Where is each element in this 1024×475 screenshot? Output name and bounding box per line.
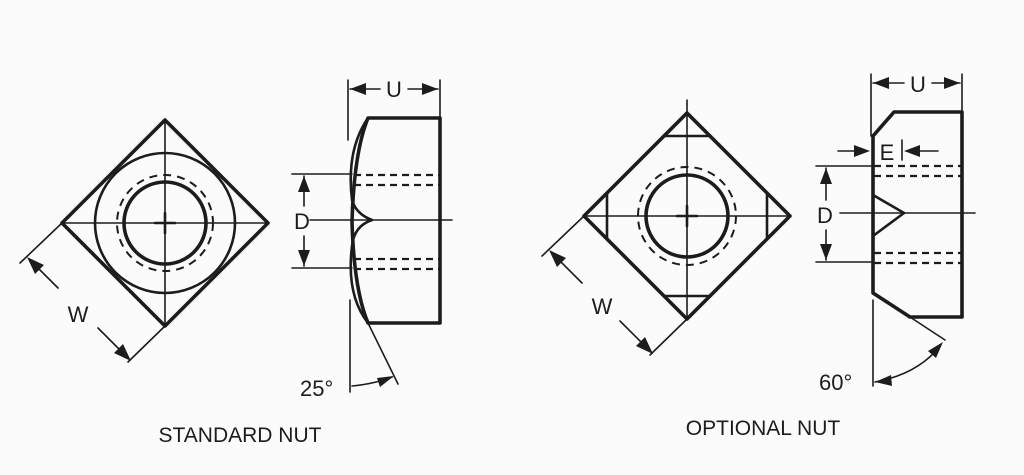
standard-thickness-dimension: U (347, 77, 441, 141)
chamfer-width-label: E (880, 140, 895, 165)
extension-line (127, 325, 166, 363)
angle-leg-line (909, 316, 946, 341)
chamfer-vee-upper (871, 193, 906, 215)
standard-bore-dimension: D (291, 173, 353, 269)
arrow-head (904, 145, 920, 157)
arrow-head (377, 376, 394, 387)
arrow-head (820, 244, 832, 260)
width-label: W (68, 302, 89, 327)
arrow-head (350, 83, 366, 95)
thickness-label: U (386, 77, 402, 102)
arrow-head (820, 168, 832, 184)
optional-width-dimension: W (541, 215, 688, 356)
extension-line (541, 215, 585, 257)
optional-thickness-dimension: U (870, 72, 963, 137)
thickness-label: U (910, 72, 926, 97)
standard-chamfer-angle: 25° (300, 299, 399, 401)
extension-line (19, 222, 63, 264)
chamfer-angle-label: 60° (819, 370, 852, 395)
standard-nut-side-view (309, 116, 453, 325)
arrow-head (928, 342, 943, 358)
optional-nut-caption: OPTIONAL NUT (686, 417, 841, 440)
arrow-head (114, 344, 131, 361)
optional-nut-side-view (839, 110, 976, 319)
arrow-head (873, 77, 889, 89)
standard-nut-front-view (60, 118, 270, 328)
bore-label: D (294, 209, 310, 234)
standard-width-dimension: W (19, 222, 166, 363)
optional-bore-dimension: D (815, 165, 873, 263)
bore-label: D (817, 203, 833, 228)
arrow-head (636, 337, 653, 354)
chamfer-vee-lower (871, 211, 906, 238)
arrow-head (298, 176, 310, 192)
optional-chamfer-angle: 60° (819, 299, 946, 395)
optional-chamfer-dimension: E (837, 139, 939, 165)
side-profile (350, 116, 442, 325)
width-label: W (592, 294, 613, 319)
arrow-head (27, 257, 44, 274)
arrow-head (875, 375, 892, 386)
chamfer-angle-label: 25° (300, 376, 333, 401)
arrow-head (854, 145, 870, 157)
arrow-head (944, 77, 960, 89)
optional-nut-front-view (582, 99, 792, 321)
arrow-head (298, 250, 310, 266)
arrow-head (549, 250, 566, 267)
extension-line (649, 318, 688, 356)
standard-nut-caption: STANDARD NUT (159, 424, 322, 447)
arrow-head (422, 83, 438, 95)
angle-leg-line (367, 322, 399, 385)
